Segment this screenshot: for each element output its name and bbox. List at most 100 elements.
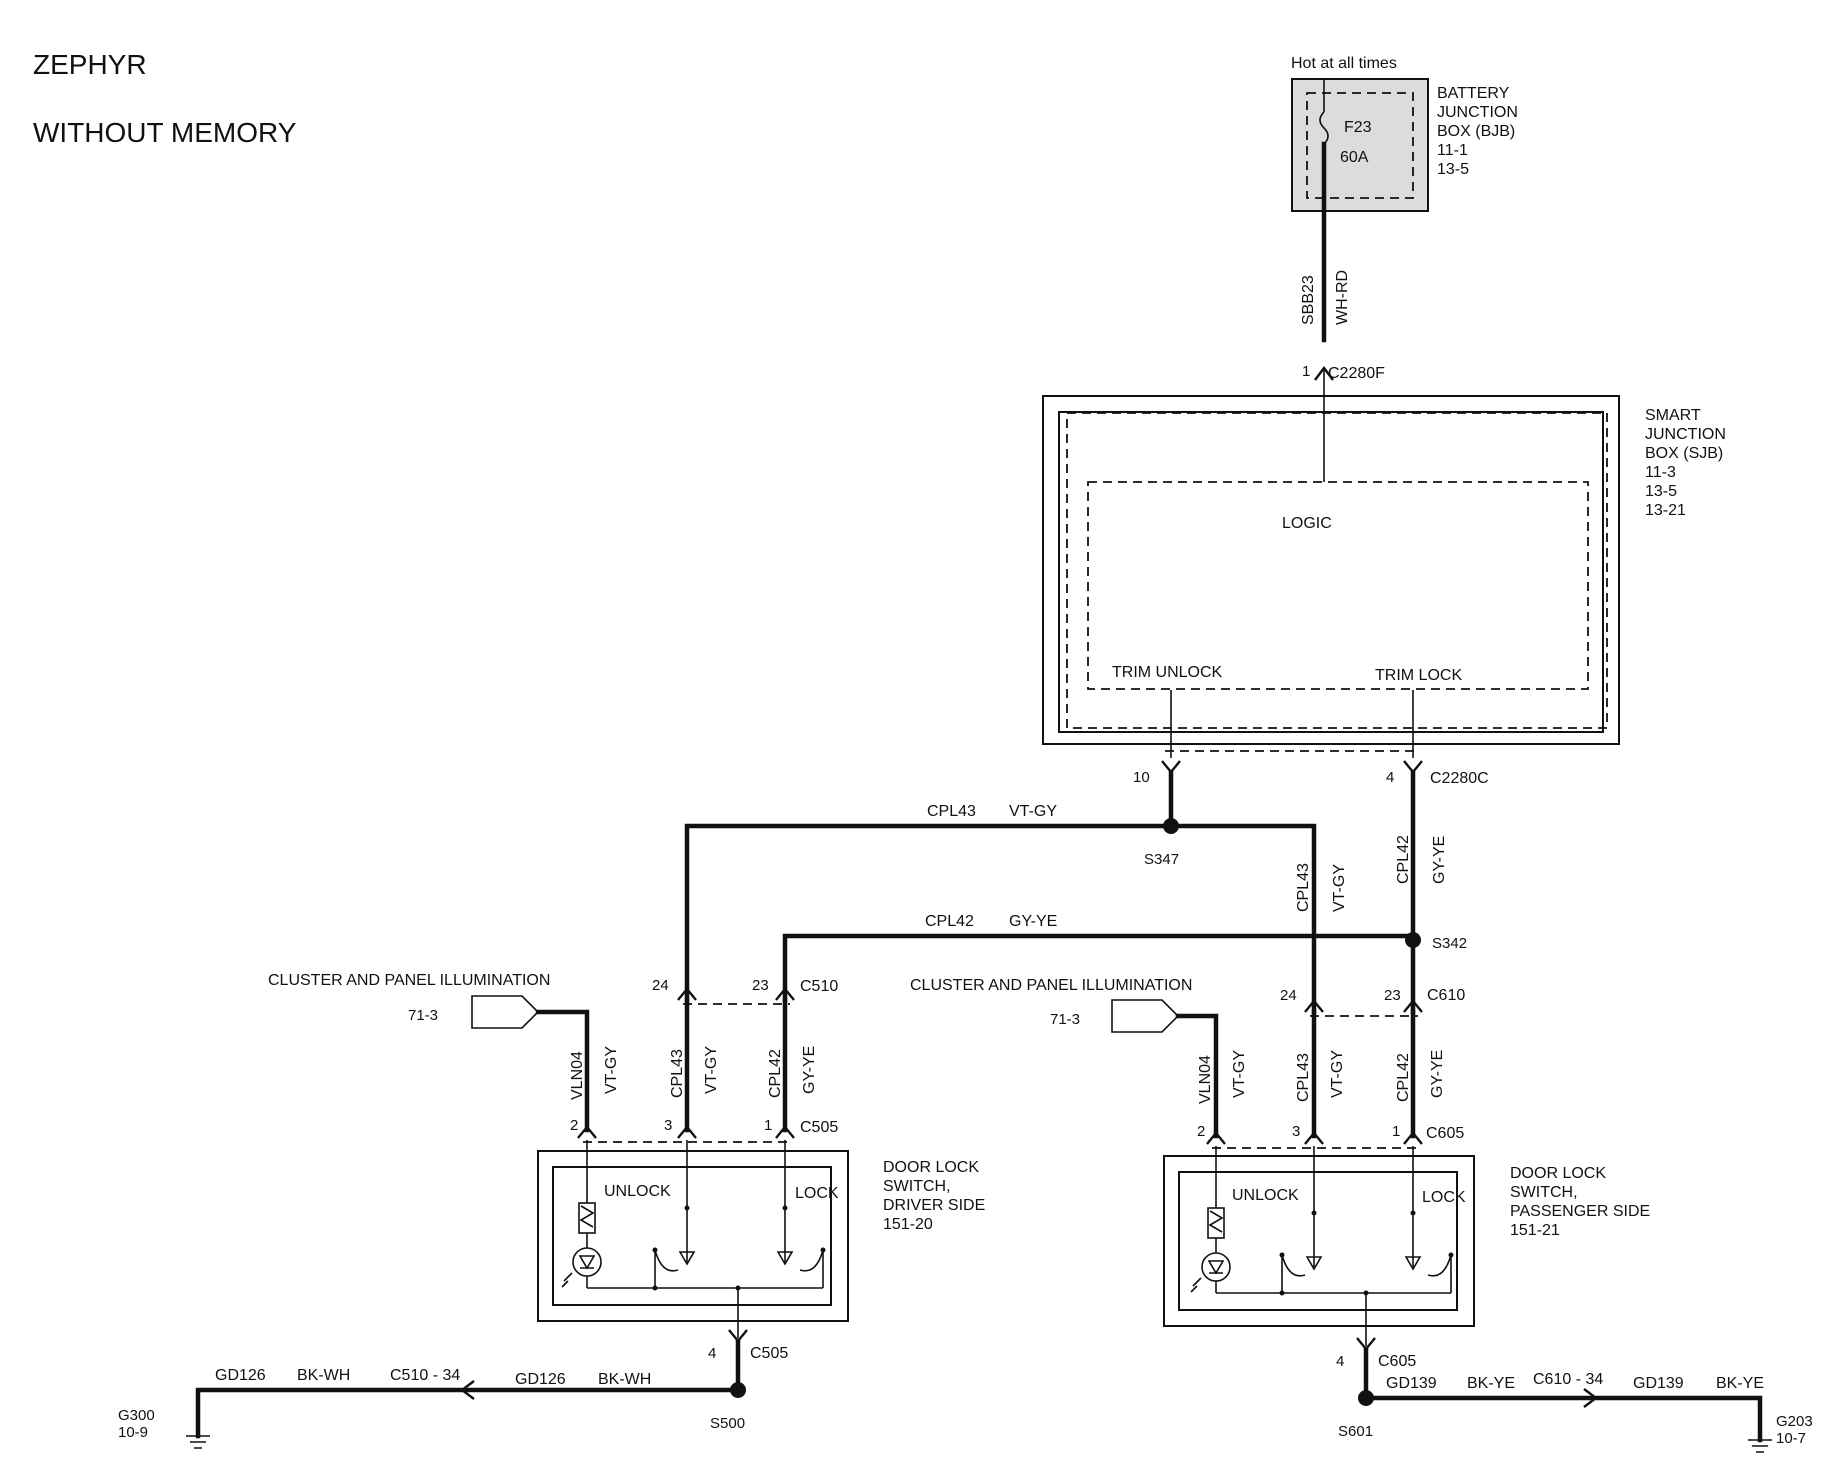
sjb-pin-unlock: 10: [1133, 769, 1150, 786]
fuse-id: F23: [1344, 119, 1372, 136]
wire-gd139-label: GD139: [1386, 1375, 1437, 1392]
c505-pin-2: 2: [570, 1117, 578, 1134]
inline-c510-34: C510 - 34: [390, 1367, 460, 1384]
wire-vln04-label: VLN04: [569, 1051, 586, 1100]
connector-c510: C510: [800, 978, 838, 995]
splice-s601-label: S601: [1338, 1423, 1373, 1440]
sjb-pin-lock: 4: [1386, 769, 1394, 786]
connector-arrow-icon: [775, 987, 795, 1001]
hot-at-all-times-label: Hot at all times: [1291, 55, 1397, 72]
connector-c605: C605: [1426, 1125, 1464, 1142]
wire-cpl43-label: CPL43: [669, 1049, 686, 1098]
c605-pin-2: 2: [1197, 1123, 1205, 1140]
connector-arrow-icon: [577, 1125, 597, 1139]
wire-bkye-label: BK-YE: [1467, 1375, 1515, 1392]
connector-c505-bottom: C505: [750, 1345, 788, 1362]
led-icon: [572, 1247, 602, 1277]
connector-c605-bottom: C605: [1378, 1353, 1416, 1370]
wire-vtgy-label: VT-GY: [1009, 803, 1057, 820]
wire-vln04-label-2: VLN04: [1197, 1055, 1214, 1104]
wire-gd126-label: GD126: [215, 1367, 266, 1384]
wire-vtgy-label-4: VT-GY: [1329, 1050, 1346, 1098]
splice-s500-label: S500: [710, 1415, 745, 1432]
wire-cpl43-label: CPL43: [927, 803, 976, 820]
feed-color-label: WH-RD: [1334, 270, 1351, 325]
wire-cpl42-label-3: CPL42: [1395, 1053, 1412, 1102]
feed-pin: 1: [1302, 363, 1310, 380]
splice-s347-label: S347: [1144, 851, 1179, 868]
fuse-icon: [1319, 111, 1329, 145]
wire-cpl43-vert-label: CPL43: [1295, 863, 1312, 912]
wire-cpl42-label: CPL42: [925, 913, 974, 930]
passenger-side-circuit: 24 23 C610 CLUSTER AND PANEL ILLUMINATIO…: [910, 977, 1813, 1453]
c505-pin-4: 4: [708, 1345, 716, 1362]
wire-cpl42-vert-label: CPL42: [1395, 835, 1412, 884]
wire-gyye-label: GY-YE: [1009, 913, 1057, 930]
connector-arrow-icon: [1403, 999, 1423, 1013]
wire-bkwh-label-2: BK-WH: [598, 1371, 651, 1388]
wire-gd139-label-2: GD139: [1633, 1375, 1684, 1392]
c510-pin-24: 24: [652, 977, 669, 994]
c610-pin-24: 24: [1280, 987, 1297, 1004]
connector-c2280c: C2280C: [1430, 770, 1489, 787]
wire-vtgy-label: VT-GY: [603, 1046, 620, 1094]
connector-arrow-icon: [460, 1380, 475, 1400]
wire-vtgy-vert-label: VT-GY: [1331, 864, 1348, 912]
connector-arrow-icon: [1304, 1131, 1324, 1145]
c605-pin-4: 4: [1336, 1353, 1344, 1370]
connector-arrow-icon: [1583, 1388, 1598, 1408]
c605-pin-3: 3: [1292, 1123, 1300, 1140]
passenger-unlock-label: UNLOCK: [1232, 1187, 1299, 1204]
connector-arrow-icon: [775, 1125, 795, 1139]
fuse-rating: 60A: [1340, 149, 1369, 166]
wire-vtgy-label-3: VT-GY: [1231, 1050, 1248, 1098]
inline-c610-34: C610 - 34: [1533, 1371, 1603, 1388]
wire-cpl43-label-3: CPL43: [1295, 1053, 1312, 1102]
wire-gyye-label-3: GY-YE: [1429, 1050, 1446, 1098]
c505-pin-3: 3: [664, 1117, 672, 1134]
connector-arrow-icon: [677, 1125, 697, 1139]
wire-bkye-label-2: BK-YE: [1716, 1375, 1764, 1392]
wire-gd126-label-2: GD126: [515, 1371, 566, 1388]
trim-unlock-label: TRIM UNLOCK: [1112, 664, 1223, 681]
wire-cpl42-label: CPL42: [767, 1049, 784, 1098]
connector-arrow-icon: [677, 987, 697, 1001]
connector-c2280f: C2280F: [1328, 365, 1385, 382]
splice-s342-label: S342: [1432, 935, 1467, 952]
connector-arrow-icon: [1206, 1131, 1226, 1145]
wire-gyye-label: GY-YE: [801, 1046, 818, 1094]
c510-pin-23: 23: [752, 977, 769, 994]
ground-icon: [1748, 1439, 1772, 1453]
splice-s347: [1163, 818, 1179, 834]
connector-arrow-icon: [1403, 1131, 1423, 1145]
illumination-ref-2: 71-3: [1050, 1011, 1080, 1028]
illumination-label: CLUSTER AND PANEL ILLUMINATION: [268, 972, 550, 989]
wire-vtgy-label: VT-GY: [703, 1046, 720, 1094]
trim-lock-label: TRIM LOCK: [1375, 667, 1462, 684]
illumination-connector-icon: [1111, 999, 1180, 1033]
logic-label: LOGIC: [1282, 515, 1332, 532]
ground-icon: [186, 1435, 210, 1449]
illumination-ref: 71-3: [408, 1007, 438, 1024]
c605-pin-1: 1: [1392, 1123, 1400, 1140]
c610-pin-23: 23: [1384, 987, 1401, 1004]
resistor-icon: [1207, 1207, 1225, 1239]
diagram-title: ZEPHYR: [33, 49, 147, 80]
c505-pin-1: 1: [764, 1117, 772, 1134]
connector-c610: C610: [1427, 987, 1465, 1004]
led-icon: [1201, 1252, 1231, 1282]
connector-arrow-icon: [1304, 999, 1324, 1013]
illumination-connector-icon: [471, 995, 540, 1029]
feed-circuit-label: SBB23: [1300, 275, 1317, 325]
illumination-label-2: CLUSTER AND PANEL ILLUMINATION: [910, 977, 1192, 994]
driver-side-circuit: 24 23 C510 CLUSTER AND PANEL ILLUMINATIO…: [118, 972, 985, 1449]
driver-unlock-label: UNLOCK: [604, 1183, 671, 1200]
